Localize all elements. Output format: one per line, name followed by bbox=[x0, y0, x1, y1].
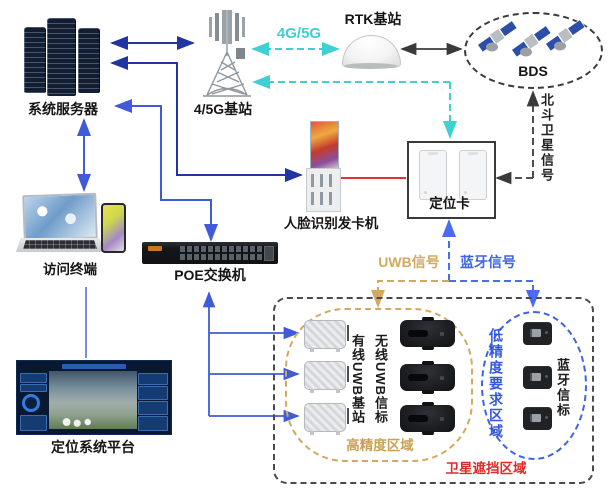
poe-label: POE交换机 bbox=[174, 267, 246, 283]
dashboard-gauge bbox=[22, 394, 40, 412]
tower-label: 4/5G基站 bbox=[193, 101, 253, 117]
cell-tower-icon bbox=[203, 10, 251, 97]
wireless-uwb-label: 无线UWB信标 bbox=[373, 334, 388, 425]
uwb-station-icon bbox=[304, 320, 346, 352]
bds-label: BDS bbox=[518, 63, 548, 79]
laptop-icon bbox=[16, 192, 104, 254]
uwb-station-icon bbox=[304, 403, 346, 435]
bt-beacon-icon bbox=[523, 322, 552, 345]
uwb-beacon-icon bbox=[400, 361, 455, 394]
wired-uwb-label: 有线UWB基站 bbox=[350, 334, 365, 425]
uwb-signal-label: UWB信号 bbox=[378, 254, 440, 270]
kiosk-icon bbox=[306, 121, 342, 212]
satellite-icon bbox=[477, 20, 518, 53]
satellite-shadow-label: 卫星遮挡区域 bbox=[445, 461, 527, 476]
bt-beacon-icon bbox=[523, 366, 552, 389]
positioning-tag-icon bbox=[419, 150, 447, 200]
link-server-poe bbox=[114, 99, 218, 242]
callout-tick bbox=[347, 366, 349, 382]
satellite-shadow-zone bbox=[273, 297, 594, 484]
bt-beacon-label: 蓝牙信标 bbox=[555, 358, 570, 418]
bt-beacon-icon bbox=[523, 407, 552, 430]
uwb-beacon-icon bbox=[400, 402, 455, 435]
rtk-dome-base bbox=[344, 63, 397, 69]
callout-tick bbox=[347, 408, 349, 424]
callout-tick bbox=[347, 325, 349, 341]
poe-switch-icon bbox=[142, 242, 278, 264]
dashboard-title-bar bbox=[62, 364, 126, 369]
platform-label: 定位系统平台 bbox=[51, 439, 135, 455]
beidou-signal-label: 北斗卫星信号 bbox=[539, 93, 554, 183]
kiosk-label: 人脸识别发卡机 bbox=[283, 216, 379, 231]
satellite-icon bbox=[545, 19, 586, 52]
satellite-icon bbox=[511, 25, 552, 58]
uwb-station-icon bbox=[304, 361, 346, 393]
high-precision-label: 高精度区域 bbox=[346, 438, 414, 453]
low-precision-zone bbox=[481, 311, 587, 460]
positioning-tag-icon bbox=[459, 150, 487, 200]
phone-icon bbox=[101, 203, 126, 253]
high-precision-zone bbox=[285, 308, 473, 462]
rtk-label: RTK基站 bbox=[344, 11, 402, 27]
low-precision-label: 低精度要求区域 bbox=[488, 328, 504, 440]
dashboard-3d-view bbox=[49, 371, 137, 429]
server-label: 系统服务器 bbox=[28, 101, 98, 117]
platform-screenshot bbox=[16, 360, 172, 435]
positioning-card-label: 定位卡 bbox=[429, 196, 470, 211]
positioning-card-box bbox=[407, 141, 496, 219]
bds-ellipse bbox=[464, 12, 603, 89]
terminal-label: 访问终端 bbox=[43, 262, 97, 277]
bt-signal-label: 蓝牙信号 bbox=[460, 254, 516, 270]
cellular-signal-label: 4G/5G bbox=[276, 25, 322, 42]
server-icon bbox=[24, 18, 102, 98]
uwb-beacon-icon bbox=[400, 317, 455, 350]
